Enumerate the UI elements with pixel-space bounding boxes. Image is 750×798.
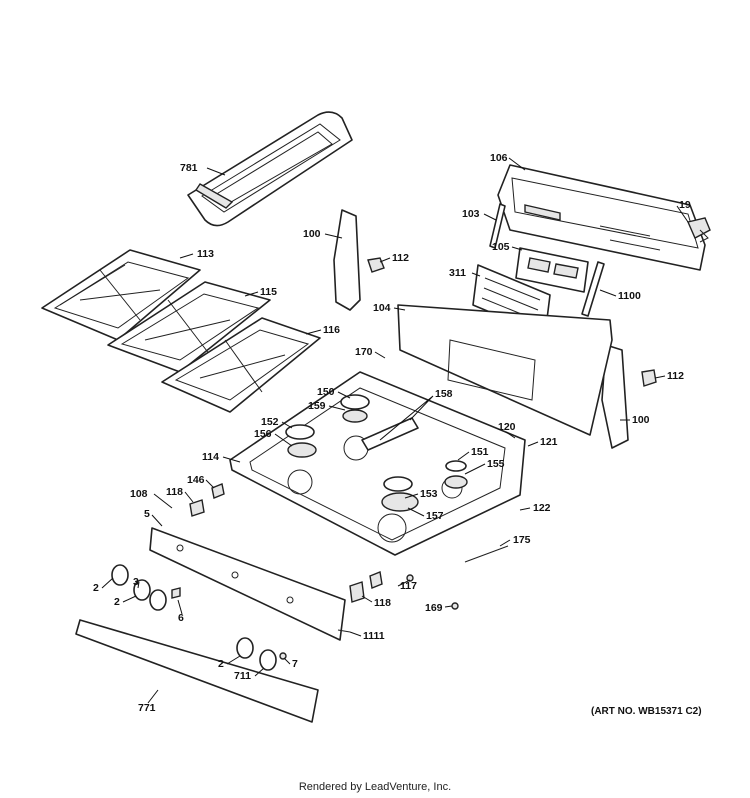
- side-trim-left: [333, 209, 361, 311]
- rod-part-103: [489, 203, 506, 249]
- leader-lines: [101, 157, 689, 704]
- side-trim-right: [601, 344, 629, 449]
- pin-175: [464, 545, 509, 563]
- label-120: 120: [498, 421, 516, 433]
- label-155: 155: [487, 458, 505, 470]
- label-781: 781: [180, 162, 198, 174]
- label-156: 156: [254, 428, 272, 440]
- griddle-part: [187, 111, 353, 227]
- backguard-part: [497, 164, 706, 271]
- small-part-169: [451, 602, 459, 610]
- label-711: 711: [234, 670, 251, 682]
- small-part-117: [406, 574, 414, 582]
- label-108: 108: [130, 488, 148, 500]
- label-2-b: 2: [114, 596, 120, 608]
- label-159: 159: [308, 400, 326, 412]
- label-117: 117: [400, 580, 417, 592]
- label-116: 116: [323, 324, 340, 336]
- bracket-112-right: [641, 369, 657, 387]
- rod-part-1100: [581, 261, 605, 317]
- label-2-c: 2: [218, 658, 224, 670]
- label-175: 175: [513, 534, 531, 546]
- bracket-112-upper: [367, 257, 385, 273]
- connector-part: [687, 217, 711, 243]
- art-number: (ART NO. WB15371 C2): [591, 706, 702, 717]
- small-part-118a: [189, 499, 205, 517]
- label-114: 114: [202, 451, 219, 463]
- label-158: 158: [435, 388, 453, 400]
- manifold-panel-part: [149, 527, 346, 641]
- cooktop-part: [229, 371, 526, 556]
- label-7: 7: [292, 658, 298, 670]
- label-153: 153: [420, 488, 438, 500]
- control-board-part: [515, 247, 589, 293]
- small-part-118b: [349, 581, 365, 603]
- label-112-right: 112: [667, 370, 684, 382]
- label-169: 169: [425, 602, 443, 614]
- label-170: 170: [355, 346, 373, 358]
- small-part-6: [171, 587, 181, 599]
- control-panel-part: [397, 304, 613, 436]
- small-part-7: [279, 652, 287, 660]
- grate-116: [161, 317, 321, 413]
- label-122: 122: [533, 502, 551, 514]
- label-152: 152: [261, 416, 279, 428]
- label-5: 5: [144, 508, 150, 520]
- knobs: [111, 564, 277, 671]
- trim-bar-771: [75, 619, 319, 723]
- label-2-a: 2: [93, 582, 99, 594]
- label-3: 3: [133, 576, 139, 588]
- label-112-upper: 112: [392, 252, 409, 264]
- label-151: 151: [471, 446, 489, 458]
- label-118-right: 118: [374, 597, 391, 609]
- label-106: 106: [490, 152, 508, 164]
- burner-caps: [285, 394, 468, 512]
- footer-credit: Rendered by LeadVenture, Inc.: [298, 781, 452, 793]
- label-146: 146: [187, 474, 205, 486]
- small-part-146: [211, 483, 225, 499]
- label-104: 104: [373, 302, 391, 314]
- label-118-left: 118: [166, 486, 183, 498]
- label-1111: 1111: [363, 630, 385, 642]
- grate-113: [41, 249, 201, 341]
- label-19: 19: [679, 199, 691, 211]
- label-105: 105: [492, 241, 510, 253]
- label-103: 103: [462, 208, 480, 220]
- screw-1111: [337, 629, 351, 633]
- label-121: 121: [540, 436, 558, 448]
- label-311: 311: [449, 267, 466, 279]
- small-part-118c: [369, 571, 383, 589]
- label-100-left: 100: [303, 228, 321, 240]
- label-150: 150: [317, 386, 335, 398]
- label-1100: 1100: [618, 290, 641, 302]
- label-100-right: 100: [632, 414, 650, 426]
- grate-115: [107, 281, 271, 373]
- label-771: 771: [138, 702, 156, 714]
- label-115: 115: [260, 286, 277, 298]
- label-157: 157: [426, 510, 444, 522]
- label-6: 6: [178, 612, 184, 624]
- label-113: 113: [197, 248, 214, 260]
